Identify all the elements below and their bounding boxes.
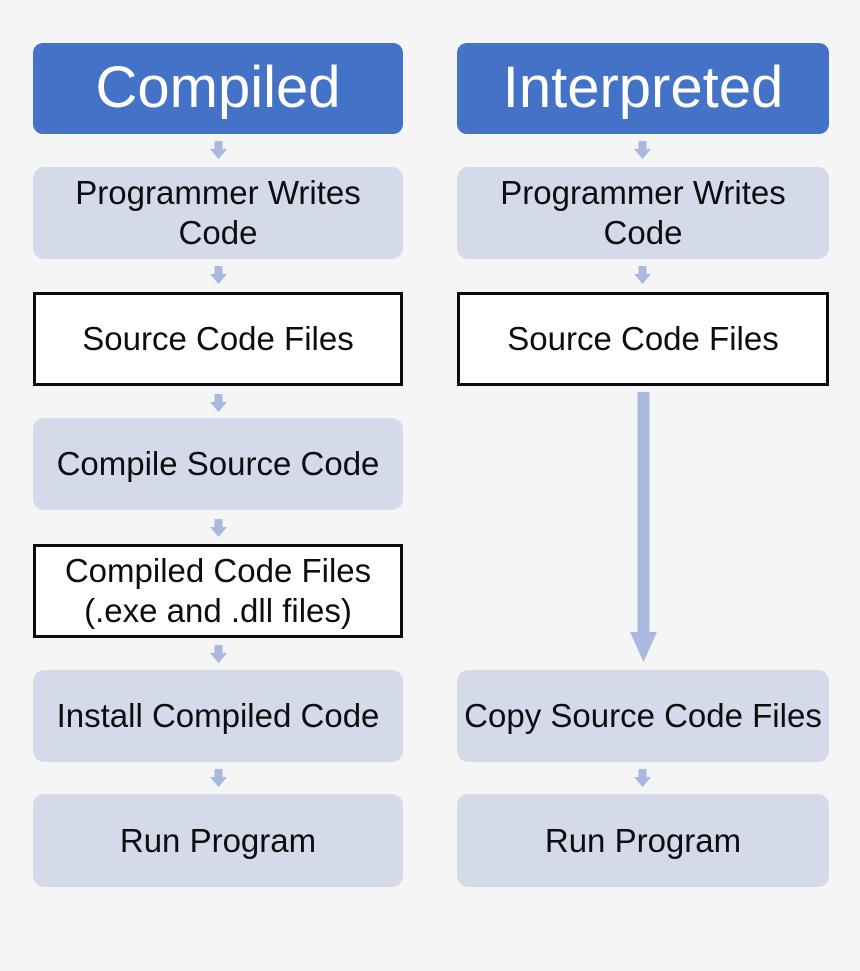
step-label-line: Source Code Files bbox=[507, 320, 779, 357]
step-label-line: (.exe and .dll files) bbox=[84, 592, 352, 629]
interpreted-step-source-code-files: Source Code Files bbox=[457, 292, 829, 386]
compiled-header-label: Compiled bbox=[95, 55, 341, 121]
interpreted-step-copy-source-code-files: Copy Source Code Files bbox=[457, 670, 829, 762]
step-label-line: Source Code Files bbox=[82, 320, 354, 357]
down-arrow-icon bbox=[634, 769, 651, 787]
interpreted-step-programmer-writes-code: Programmer Writes Code bbox=[457, 167, 829, 259]
down-arrow-icon bbox=[210, 141, 227, 159]
down-arrow-icon bbox=[210, 519, 227, 537]
step-label-line: Programmer Writes bbox=[75, 174, 361, 211]
down-arrow-icon bbox=[634, 141, 651, 159]
step-label-line: Compile Source Code bbox=[56, 445, 380, 482]
down-arrow-icon bbox=[634, 266, 651, 284]
compiled-step-compile-source-code: Compile Source Code bbox=[33, 418, 403, 510]
compiled-step-install-compiled-code: Install Compiled Code bbox=[33, 670, 403, 762]
compiled-step-source-code-files: Source Code Files bbox=[33, 292, 403, 386]
step-label-line: Install Compiled Code bbox=[56, 697, 380, 734]
interpreted-header-label: Interpreted bbox=[502, 55, 784, 121]
compiled-column-header: Compiled bbox=[33, 43, 403, 134]
step-label-line: Run Program bbox=[544, 821, 742, 859]
step-label-line: Copy Source Code Files bbox=[464, 697, 822, 734]
step-label-line: Code bbox=[603, 214, 683, 251]
down-arrow-icon bbox=[210, 266, 227, 284]
compiled-step-compiled-code-files: Compiled Code Files (.exe and .dll files… bbox=[33, 544, 403, 638]
down-arrow-icon bbox=[210, 645, 227, 663]
step-label-line: Compiled Code Files bbox=[64, 552, 372, 589]
down-arrow-icon bbox=[210, 394, 227, 412]
step-label-line: Run Program bbox=[119, 821, 317, 859]
compiled-step-programmer-writes-code: Programmer Writes Code bbox=[33, 167, 403, 259]
step-label-line: Code bbox=[178, 214, 258, 251]
interpreted-column-header: Interpreted bbox=[457, 43, 829, 134]
interpreted-step-run-program: Run Program bbox=[457, 794, 829, 887]
down-arrow-icon bbox=[210, 769, 227, 787]
long-down-arrow-icon bbox=[630, 392, 657, 662]
compiled-step-run-program: Run Program bbox=[33, 794, 403, 887]
step-label-line: Programmer Writes bbox=[500, 174, 786, 211]
